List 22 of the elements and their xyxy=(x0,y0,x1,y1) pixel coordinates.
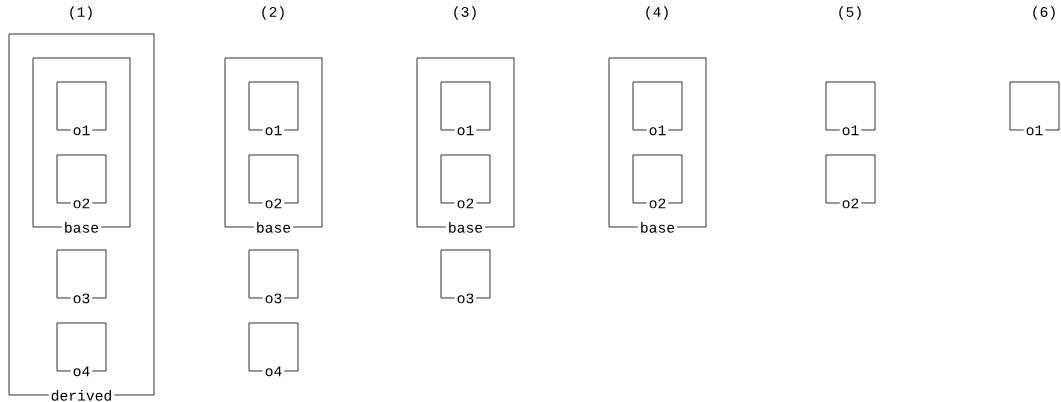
object-box: o2 xyxy=(56,154,107,211)
object-box: o3 xyxy=(248,249,299,306)
column-number: (2) xyxy=(262,6,284,20)
object-box: o2 xyxy=(632,154,683,211)
column-number: (4) xyxy=(646,6,668,20)
object-box: o3 xyxy=(56,249,107,306)
object-box: o1 xyxy=(56,81,107,138)
column-number: (5) xyxy=(839,6,861,20)
object-box: o1 xyxy=(825,81,876,138)
object-box: o1 xyxy=(1009,81,1060,138)
column-number: (3) xyxy=(454,6,476,20)
object-box: o4 xyxy=(56,322,107,379)
object-box: o2 xyxy=(440,154,491,211)
column-number: (1) xyxy=(70,6,92,20)
object-box: o1 xyxy=(632,81,683,138)
column-number: (6) xyxy=(1033,6,1055,20)
object-box: o2 xyxy=(248,154,299,211)
object-box: o1 xyxy=(440,81,491,138)
object-box: o1 xyxy=(248,81,299,138)
object-box: o4 xyxy=(248,322,299,379)
object-box: o3 xyxy=(440,249,491,306)
object-box: o2 xyxy=(825,154,876,211)
